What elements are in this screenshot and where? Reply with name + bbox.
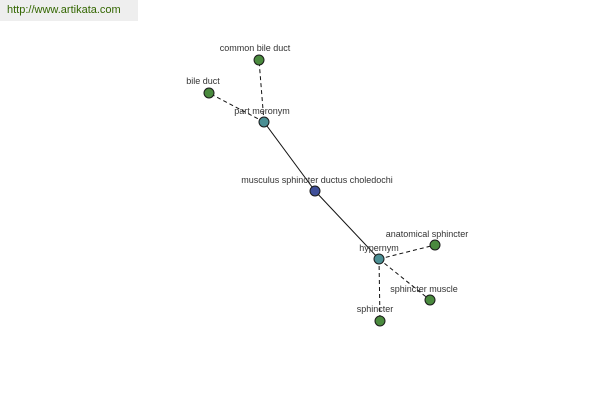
node-label-sphincter-muscle: sphincter muscle bbox=[390, 284, 458, 294]
edge-hypernym-to-sphincter bbox=[378, 258, 381, 322]
node-label-part-meronym: part meronym bbox=[234, 106, 290, 116]
node-anatomical-sphincter[interactable] bbox=[429, 239, 441, 251]
edge-center-to-part-meronym bbox=[263, 121, 316, 192]
node-label-hypernym: hypernym bbox=[359, 243, 399, 253]
node-label-sphincter: sphincter bbox=[357, 304, 394, 314]
source-banner: http://www.artikata.com bbox=[0, 0, 138, 21]
edge-part-meronym-to-bile-duct bbox=[208, 92, 265, 123]
node-part-meronym[interactable] bbox=[258, 116, 270, 128]
node-bile-duct[interactable] bbox=[203, 87, 215, 99]
node-common-bile-duct[interactable] bbox=[253, 54, 265, 66]
edge-center-to-hypernym bbox=[314, 190, 380, 260]
edge-hypernym-to-anatomical-sphincter bbox=[378, 244, 436, 260]
edges-layer bbox=[208, 59, 436, 322]
node-sphincter[interactable] bbox=[374, 315, 386, 327]
source-url-link[interactable]: http://www.artikata.com bbox=[7, 4, 121, 16]
node-label-bile-duct: bile duct bbox=[186, 76, 220, 86]
nodes-layer bbox=[203, 54, 441, 327]
edge-hypernym-to-sphincter-muscle bbox=[378, 258, 431, 301]
node-label-anatomical-sphincter: anatomical sphincter bbox=[386, 229, 469, 239]
node-label-center: musculus sphincter ductus choledochi bbox=[241, 175, 393, 185]
node-label-common-bile-duct: common bile duct bbox=[220, 43, 291, 53]
node-center[interactable] bbox=[309, 185, 321, 197]
node-hypernym[interactable] bbox=[373, 253, 385, 265]
node-sphincter-muscle[interactable] bbox=[424, 294, 436, 306]
labels-layer: musculus sphincter ductus choledochi part… bbox=[186, 43, 468, 314]
edge-part-meronym-to-common-bile-duct bbox=[258, 59, 265, 123]
